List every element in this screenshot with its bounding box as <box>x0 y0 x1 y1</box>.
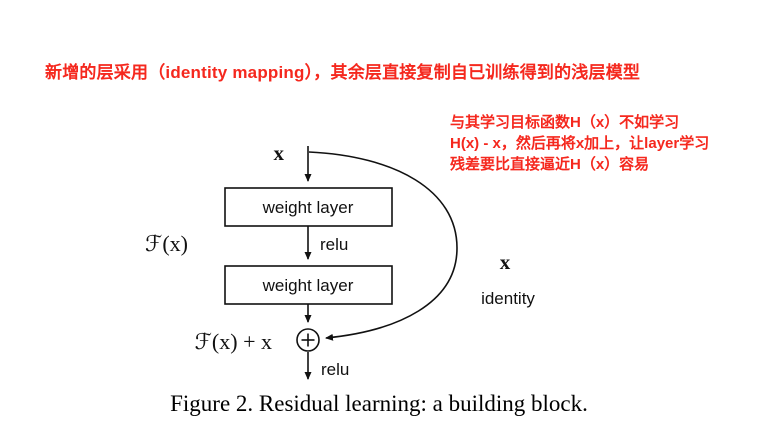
side-annotation-line-1: 与其学习目标函数H（x）不如学习 <box>450 114 680 131</box>
plus-circle-icon <box>296 328 320 352</box>
sum-formula-label: ℱ(x) + x <box>195 329 272 354</box>
weight-layer-2-label: weight layer <box>262 276 354 295</box>
top-annotation: 新增的层采用（identity mapping），其余层直接复制自已训练得到的浅… <box>45 63 641 82</box>
f-of-x-label: ℱ(x) <box>145 231 188 256</box>
skip-x-label: x <box>500 250 511 274</box>
side-annotation-line-2: H(x) - x，然后再将x加上，让layer学习 <box>450 135 710 152</box>
relu-1-label: relu <box>320 235 348 254</box>
relu-2-label: relu <box>321 360 349 379</box>
input-x-label: x <box>274 141 285 165</box>
skip-connection-arrow-icon <box>308 151 458 341</box>
side-annotation-line-3: 残差要比直接逼近H（x）容易 <box>450 156 650 173</box>
side-annotation: 与其学习目标函数H（x）不如学习 H(x) - x，然后再将x加上，让layer… <box>450 112 745 175</box>
figure-caption: Figure 2. Residual learning: a building … <box>170 391 588 416</box>
weight-layer-1-label: weight layer <box>262 198 354 217</box>
identity-label: identity <box>481 289 535 308</box>
